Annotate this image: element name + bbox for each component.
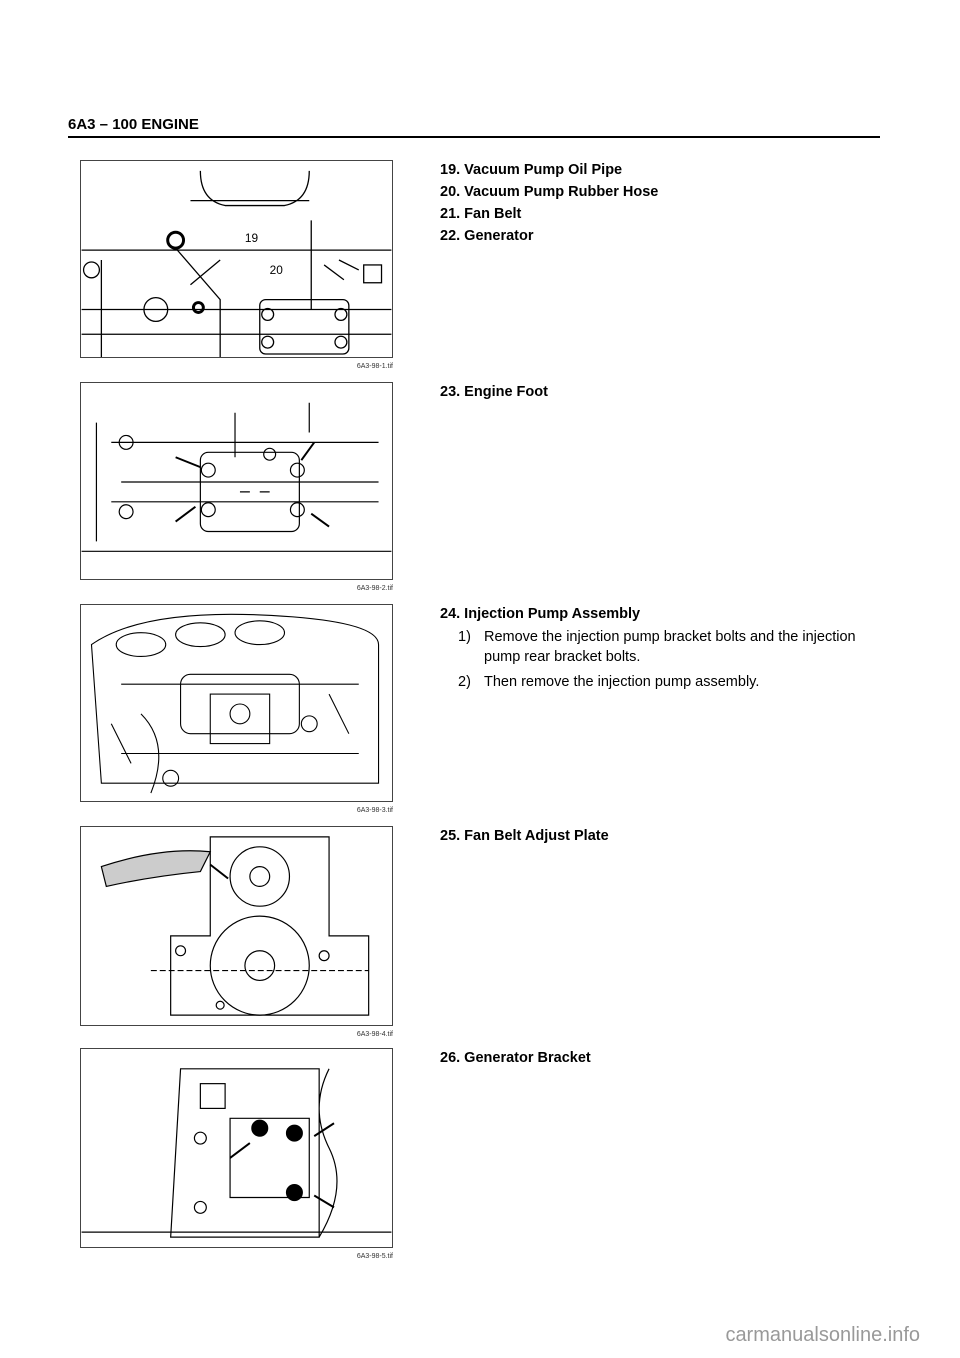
item-vacuum-pump-rubber-hose: 20. Vacuum Pump Rubber Hose — [440, 184, 659, 200]
label-20: 20 — [270, 263, 284, 277]
item-generator-bracket: 26. Generator Bracket — [440, 1050, 591, 1066]
figure-caption: 6A3-98-2.tif — [356, 585, 393, 592]
step-1: 1) Remove the injection pump bracket bolt… — [458, 627, 880, 667]
step-2: 2) Then remove the injection pump assembl… — [458, 672, 880, 692]
section-23: 23. Engine Foot — [440, 384, 880, 406]
figure-injection-pump — [80, 604, 393, 802]
figure-generator-bracket — [80, 1048, 393, 1248]
step-text: Then remove the injection pump assembly. — [484, 674, 760, 690]
item-injection-pump-assembly: 24. Injection Pump Assembly — [440, 606, 641, 622]
step-number: 2) — [458, 674, 471, 690]
figure-caption: 6A3-98-5.tif — [356, 1253, 393, 1260]
figure-caption: 6A3-98-4.tif — [356, 1031, 393, 1038]
watermark: carmanualsonline.info — [725, 1324, 920, 1346]
header-rule — [68, 136, 880, 138]
figure-engine-foot — [80, 382, 393, 580]
section-25: 25. Fan Belt Adjust Plate — [440, 828, 880, 850]
section-24: 24. Injection Pump Assembly 1) Remove the… — [440, 606, 880, 692]
figure-vacuum-pump: 19 20 — [80, 160, 393, 358]
figure-caption: 6A3-98-3.tif — [356, 807, 393, 814]
item-fan-belt: 21. Fan Belt — [440, 206, 522, 222]
item-vacuum-pump-oil-pipe: 19. Vacuum Pump Oil Pipe — [440, 162, 623, 178]
item-fan-belt-adjust-plate: 25. Fan Belt Adjust Plate — [440, 828, 609, 844]
label-19: 19 — [245, 231, 259, 245]
figure-fan-belt-adjust-plate — [80, 826, 393, 1026]
section-26: 26. Generator Bracket — [440, 1050, 880, 1072]
step-text: Remove the injection pump bracket bolts … — [484, 629, 856, 665]
section-19-22: 19. Vacuum Pump Oil Pipe 20. Vacuum Pump… — [440, 162, 880, 250]
step-number: 1) — [458, 629, 471, 645]
page-header: 6A3 – 100 ENGINE — [68, 116, 199, 133]
figure-caption: 6A3-98-1.tif — [356, 363, 393, 370]
item-generator: 22. Generator — [440, 228, 534, 244]
item-engine-foot: 23. Engine Foot — [440, 384, 548, 400]
